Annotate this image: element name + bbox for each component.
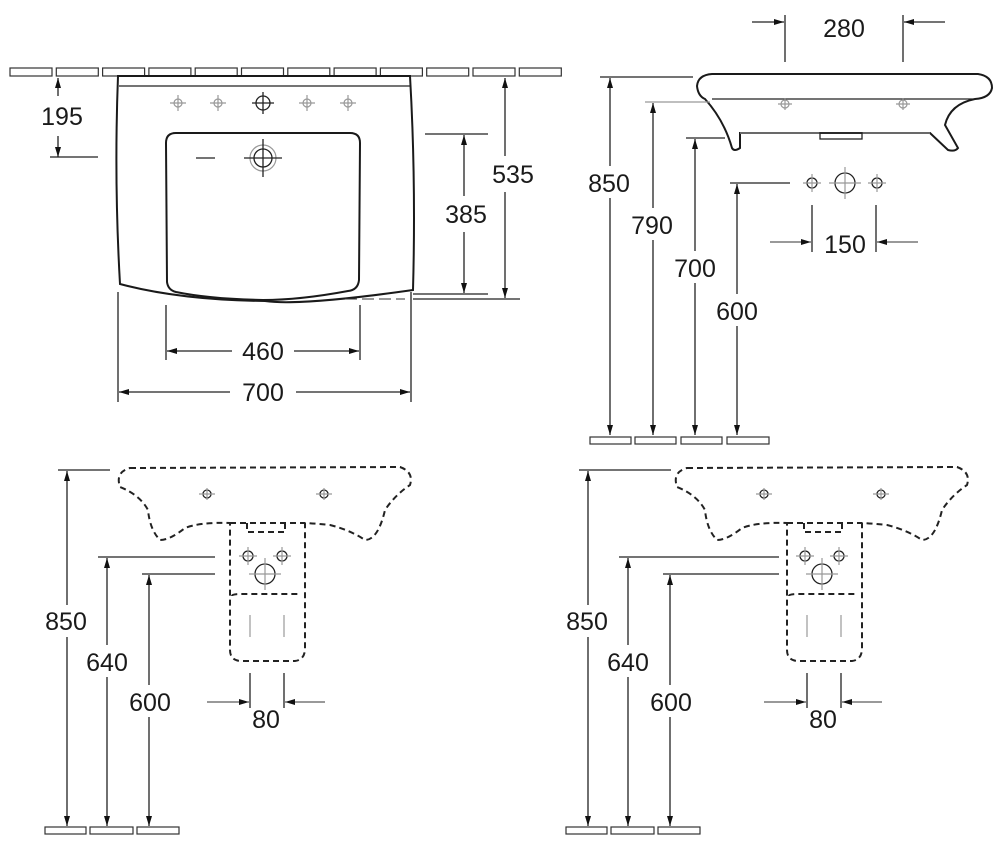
tap-holes <box>170 92 356 114</box>
tap-hole-icon <box>896 98 910 110</box>
wall-tile <box>9 67 53 77</box>
top-view: 195 385 535 460 700 <box>9 67 562 407</box>
dim-640-front: 640 <box>86 649 128 677</box>
dim-535: 535 <box>492 161 534 189</box>
dim-150: 150 <box>824 231 866 259</box>
supply-hole-icon <box>796 547 814 565</box>
drain-hole-icon <box>806 558 838 590</box>
basin-pedestal-dashed: 80 <box>674 465 969 734</box>
dim-460: 460 <box>242 338 284 366</box>
dim-700: 700 <box>242 379 284 407</box>
wall-tile <box>55 67 99 77</box>
supply-hole-icon <box>273 547 291 565</box>
wall-tiles <box>9 67 562 77</box>
drain-hole-icon <box>829 167 861 199</box>
tap-hole-icon <box>299 95 315 111</box>
supply-hole-icon <box>239 547 257 565</box>
side-view: 280 850 790 700 600 150 <box>588 15 994 445</box>
wall-tile <box>148 67 192 77</box>
dim-280: 280 <box>823 15 865 43</box>
dim-80: 80 <box>252 706 280 734</box>
drain-icon <box>196 139 282 177</box>
tap-hole-icon <box>340 95 356 111</box>
basin-side-profile <box>695 73 994 152</box>
dim-600-front: 600 <box>129 689 171 717</box>
supply-hole-icon <box>803 174 821 192</box>
wall-tile <box>101 67 146 77</box>
front-view-right: 80 850 640 600 <box>565 465 969 835</box>
wall-tile <box>472 67 516 77</box>
dim-850-front: 850 <box>45 608 87 636</box>
dim-600-front: 600 <box>650 689 692 717</box>
height-dimensions: 850 640 600 <box>44 469 215 835</box>
tap-hole-icon <box>316 488 332 500</box>
supply-hole-icon <box>830 547 848 565</box>
wall-tile <box>240 67 285 77</box>
dim-850-front: 850 <box>566 608 608 636</box>
wall-tile <box>426 67 470 77</box>
tap-hole-icon <box>210 95 226 111</box>
dim-600-side: 600 <box>716 298 758 326</box>
dim-700-side: 700 <box>674 255 716 283</box>
wall-tile <box>287 67 331 77</box>
dim-80: 80 <box>809 706 837 734</box>
drain-hole-icon <box>249 558 281 590</box>
dim-640-front: 640 <box>607 649 649 677</box>
wall-tile <box>194 67 238 77</box>
overflow-outline <box>819 132 863 140</box>
floor-tiles <box>589 436 770 445</box>
tap-hole-icon <box>778 98 792 110</box>
bowl-outline <box>164 132 362 302</box>
tap-hole-icon <box>199 488 215 500</box>
height-dimensions: 850 640 600 <box>565 469 779 835</box>
tap-hole-icon <box>873 488 889 500</box>
basin-pedestal-dashed: 80 <box>117 465 412 734</box>
wall-tile <box>518 67 562 77</box>
wall-tile <box>379 67 423 77</box>
dim-790: 790 <box>631 212 673 240</box>
front-view-left: 80 850 640 600 <box>44 465 412 835</box>
tap-hole-icon <box>252 92 274 114</box>
tap-hole-icon <box>170 95 186 111</box>
supply-hole-icon <box>868 174 886 192</box>
dim-385: 385 <box>445 201 487 229</box>
wall-tile <box>333 67 377 77</box>
tap-hole-icon <box>756 488 772 500</box>
dim-850: 850 <box>588 170 630 198</box>
dim-195: 195 <box>41 103 83 131</box>
